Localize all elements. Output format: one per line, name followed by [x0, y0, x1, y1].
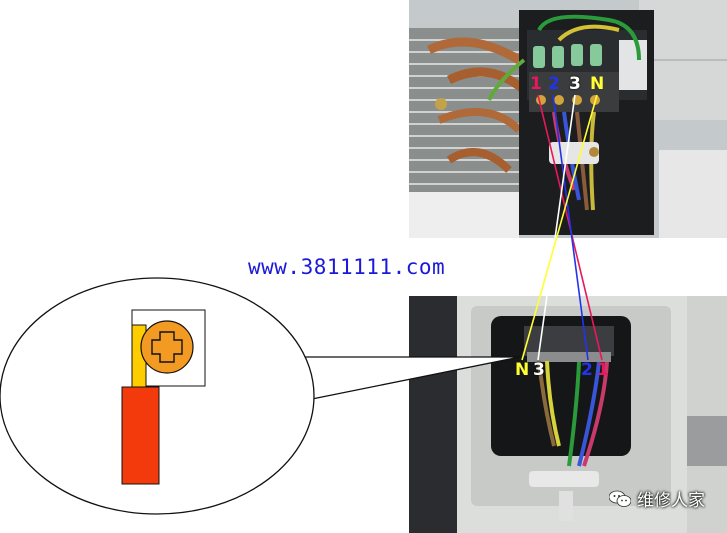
outdoor-unit-illustration: [409, 296, 727, 533]
watermark-text: 维修人家: [637, 491, 705, 511]
wire-n-line: [521, 94, 598, 361]
top-label-2: 2: [548, 74, 560, 94]
bottom-label-2: 2: [581, 360, 593, 380]
top-label-1: 1: [530, 74, 542, 94]
bottom-label-n: N: [515, 360, 530, 380]
watermark: 维修人家: [608, 486, 705, 511]
top-label-3: 3: [569, 74, 581, 94]
bottom-label-1: 1: [597, 360, 609, 380]
wechat-icon: [608, 490, 632, 508]
callout-pointer: [300, 356, 521, 400]
indoor-unit-illustration: [409, 0, 727, 238]
wire-2-line: [552, 94, 589, 361]
wire-3-line: [537, 94, 576, 361]
screw-icon: [140, 320, 194, 374]
bottom-label-3: 3: [533, 360, 545, 380]
outdoor-unit-photo: [409, 296, 727, 533]
red-terminal: [121, 386, 160, 485]
indoor-unit-photo: [409, 0, 727, 238]
website-url: www.3811111.com: [248, 255, 446, 279]
top-label-n: N: [590, 74, 605, 94]
screw-cross-icon: [151, 331, 183, 363]
